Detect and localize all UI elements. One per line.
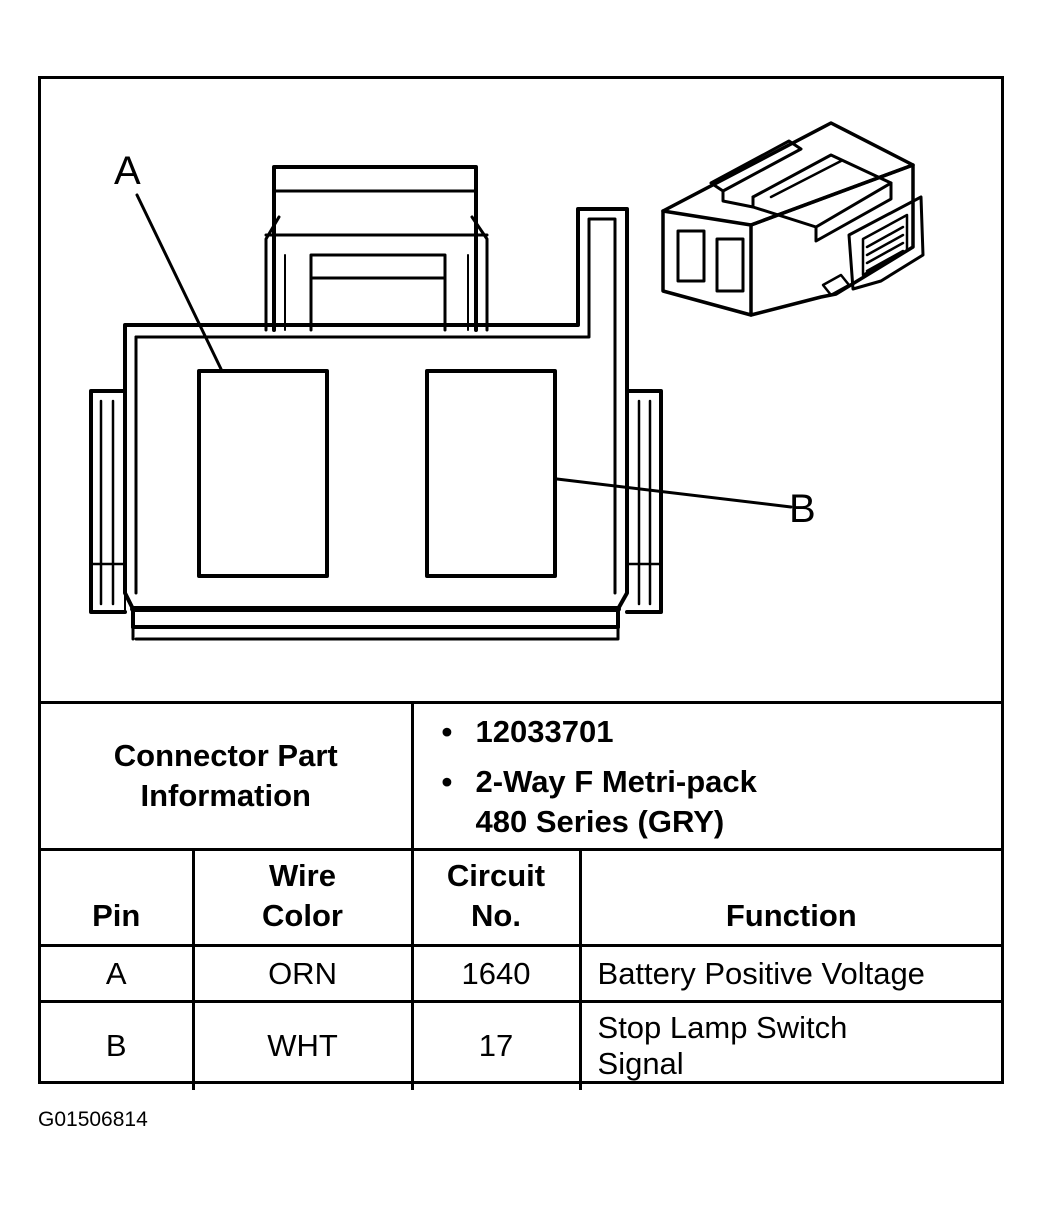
header-wire-color: Wire Color xyxy=(191,848,414,947)
connector-isometric-view xyxy=(661,121,925,317)
leader-line-a xyxy=(135,193,223,371)
leader-line-b xyxy=(555,477,793,509)
pin-table: Connector Part Information 12033701 2-Wa… xyxy=(41,701,1002,1090)
circuit-no-cell: 1640 xyxy=(410,944,582,1003)
wire-color-cell: WHT xyxy=(191,1000,414,1090)
header-pin: Pin xyxy=(41,848,195,947)
function-cell: Stop Lamp Switch Signal xyxy=(578,1000,1002,1090)
connector-face-drawing xyxy=(89,165,793,641)
wire-color-cell: ORN xyxy=(191,944,414,1003)
top-latch xyxy=(272,165,478,332)
header-function: Function xyxy=(578,848,1002,947)
left-side-tab xyxy=(89,389,127,614)
figure-id: G01506814 xyxy=(38,1108,148,1131)
header-circuit-no: Circuit No. xyxy=(410,848,582,947)
part-number: 12033701 xyxy=(442,712,1002,752)
circuit-no-cell: 17 xyxy=(410,1000,582,1090)
connector-part-info-label: Connector Part Information xyxy=(41,701,414,851)
table-row: B WHT 17 Stop Lamp Switch Signal xyxy=(41,1000,1002,1090)
connector-diagram: A B xyxy=(41,79,1001,701)
callout-a: A xyxy=(114,149,141,193)
callout-b: B xyxy=(789,487,816,531)
connector-part-info-values: 12033701 2-Way F Metri-pack 480 Series (… xyxy=(410,701,1002,851)
part-info-list: 12033701 2-Way F Metri-pack 480 Series (… xyxy=(414,704,1002,848)
part-info-row: Connector Part Information 12033701 2-Wa… xyxy=(41,701,1002,851)
cavity-b xyxy=(425,369,557,578)
function-cell: Battery Positive Voltage xyxy=(578,944,1002,1003)
table-row: A ORN 1640 Battery Positive Voltage xyxy=(41,944,1002,1003)
pin-cell: A xyxy=(41,944,195,1003)
right-side-tab xyxy=(625,389,663,614)
header-row: Pin Wire Color Circuit No. Function xyxy=(41,848,1002,947)
pin-cell: B xyxy=(41,1000,195,1090)
cavity-a xyxy=(197,369,329,578)
diagram-frame: A B Connector Part Information 12033701 … xyxy=(38,76,1004,1090)
part-description: 2-Way F Metri-pack 480 Series (GRY) xyxy=(442,762,1002,842)
